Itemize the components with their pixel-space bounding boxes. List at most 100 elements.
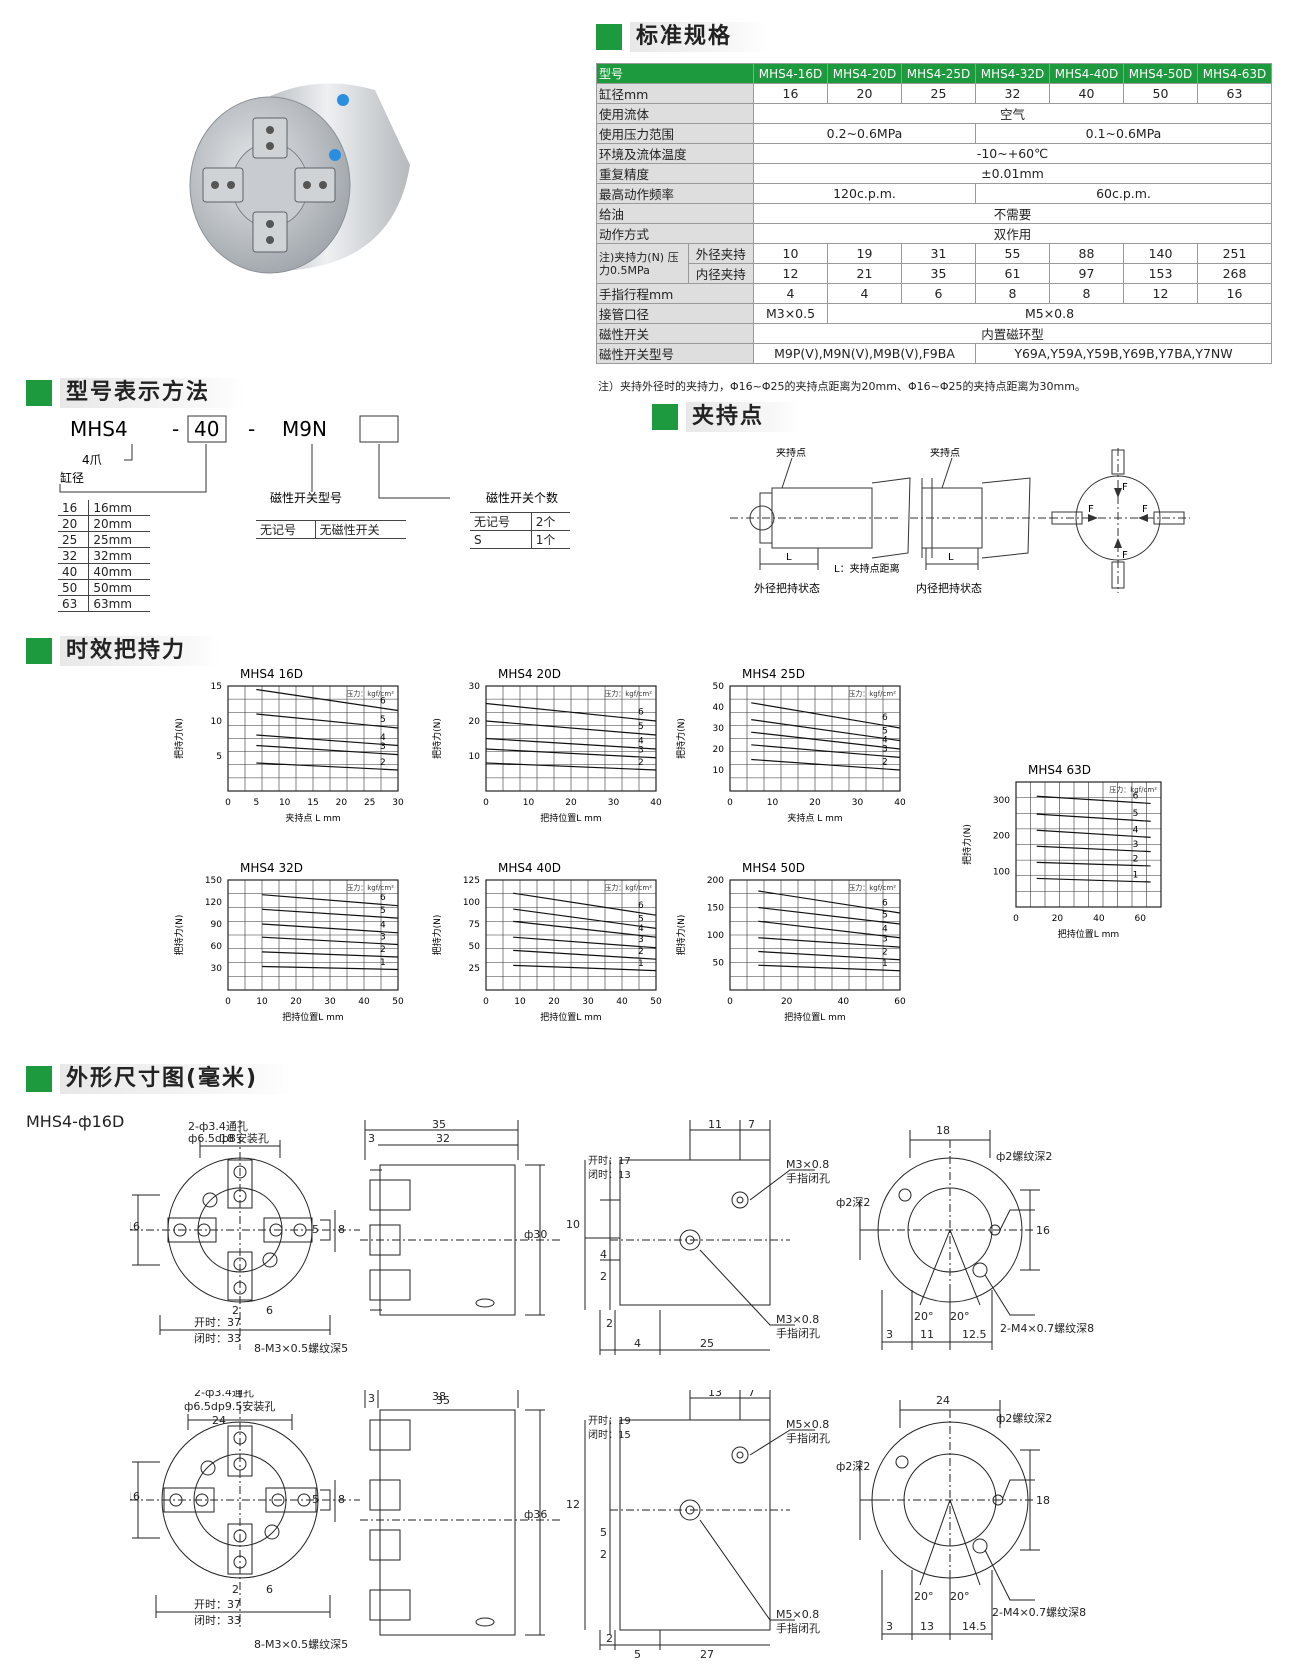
table-cell: S [470, 530, 532, 549]
series-label: 4 [380, 920, 386, 930]
spec-cell: 21 [827, 263, 902, 284]
series-line [485, 737, 657, 750]
section-header-model: 型号表示方法 [26, 378, 245, 408]
x-axis-label: 把持位置L mm [282, 1011, 343, 1023]
y-tick-label: 50 [469, 942, 481, 952]
section-title: 时效把持力 [60, 636, 221, 666]
dim-text: 3 [368, 1132, 375, 1145]
section-header-spec: 标准规格 [596, 22, 767, 52]
dim-text: ф2螺纹深2 [996, 1411, 1052, 1425]
y-tick-label: 100 [993, 867, 1010, 877]
series-line [256, 762, 399, 771]
spec-row: 最高动作频率 120c.p.m. 60c.p.m. [596, 183, 1272, 204]
chart-title: MHS4 16D [240, 667, 303, 681]
y-tick-label: 30 [211, 964, 223, 974]
spec-cell: -10~+60℃ [753, 143, 1272, 164]
spec-cell: ±0.01mm [753, 163, 1272, 184]
spec-cell: 内置磁环型 [753, 323, 1272, 344]
claw-label: 4爪 [82, 453, 102, 467]
series-line [1036, 845, 1151, 853]
spec-row: 动作方式 双作用 [596, 223, 1272, 244]
dim-text: 5 [312, 1223, 319, 1236]
x-tick-label: 25 [364, 798, 375, 808]
dim-text: 5 [634, 1648, 641, 1660]
dim-text: M5×0.8 [786, 1418, 829, 1431]
spec-row: 磁性开关 内置磁环型 [596, 323, 1272, 344]
series-line [1036, 861, 1151, 867]
dim-text: ф2螺纹深2 [996, 1149, 1052, 1163]
spec-label: 磁性开关型号 [596, 343, 754, 364]
x-tick-label: 10 [279, 798, 291, 808]
x-axis-label: 夹持点 L mm [787, 812, 842, 824]
x-tick-label: 0 [483, 997, 489, 1007]
dim-text: 24 [936, 1394, 950, 1407]
spec-label: 重复精度 [596, 163, 754, 184]
x-tick-label: 20 [290, 997, 302, 1007]
series-label: 6 [638, 901, 644, 911]
spec-label: 缸径mm [596, 83, 754, 104]
dim-text: 2 [606, 1317, 613, 1330]
spec-cell: 16 [1197, 283, 1272, 304]
dim-text: 35 [436, 1394, 450, 1407]
spec-cell: 31 [901, 243, 976, 264]
series-line [256, 713, 399, 729]
spec-cell: 40 [1049, 83, 1124, 104]
y-tick-label: 50 [713, 959, 725, 969]
series-label: 2 [1133, 854, 1139, 864]
series-label: 3 [1133, 840, 1139, 850]
table-cell: 16mm [88, 500, 150, 516]
dim-text: 2 [606, 1632, 613, 1645]
series-line [261, 908, 399, 919]
table-cell: 63mm [88, 595, 150, 612]
spec-row: 注)夹持力(N) 压力0.5MPa 外径夹持 10 19 31 55 88 14… [596, 243, 1272, 284]
table-cell: 无记号 [470, 512, 532, 531]
dim-text: 2 [232, 1304, 239, 1317]
section-title: 外形尺寸图(毫米) [60, 1064, 293, 1094]
spec-cell: 16 [753, 83, 828, 104]
series-line [513, 936, 657, 949]
series-label: 2 [882, 757, 888, 767]
y-tick-label: 25 [469, 964, 480, 974]
table-cell: 50mm [88, 579, 150, 596]
dims-model-label: MHS4-ф16D [26, 1112, 125, 1131]
dim-text: 2 [600, 1270, 607, 1283]
spec-note: 注）夹持外径时的夹持力，Φ16~Φ25的夹持点距离为20mm、Φ16~Φ25的夹… [598, 380, 1086, 393]
series-label: 1 [882, 959, 888, 969]
spec-cell: 0.2~0.6MPa [753, 123, 976, 144]
plot-frame [227, 879, 399, 991]
spec-row: 使用压力范围 0.2~0.6MPa 0.1~0.6MPa [596, 123, 1272, 144]
x-tick-label: 20 [781, 997, 793, 1007]
x-tick-label: 40 [650, 798, 662, 808]
dim-text: 2 [232, 1583, 239, 1596]
y-tick-label: 30 [469, 682, 481, 692]
x-tick-label: 5 [253, 798, 259, 808]
series-line [758, 950, 901, 961]
dim-text: 8-M3×0.5螺纹深5 [254, 1637, 348, 1651]
model-bore: 40 [194, 417, 219, 441]
y-tick-label: 300 [993, 796, 1010, 806]
table-cell: 40mm [88, 563, 150, 580]
x-tick-label: 40 [894, 798, 906, 808]
dim-text: 20° [950, 1310, 970, 1323]
spec-cell: M9P(V),M9N(V),M9B(V),F9BA [753, 343, 976, 364]
x-tick-label: 40 [838, 997, 850, 1007]
series-label: 1 [638, 959, 644, 969]
x-tick-label: 0 [483, 798, 489, 808]
spec-cell: 20 [827, 83, 902, 104]
series-line [1036, 795, 1151, 805]
x-tick-label: 40 [358, 997, 370, 1007]
legend-title: 压力：kgf/cm² [848, 883, 896, 892]
y-tick-label: 200 [993, 832, 1010, 842]
series-label: 2 [380, 758, 386, 768]
legend-title: 压力：kgf/cm² [604, 689, 652, 698]
spec-header-cell: MHS4-63D [1197, 63, 1272, 84]
spec-cell: 0.1~0.6MPa [975, 123, 1272, 144]
dim-text: 闭时：33 [194, 1614, 241, 1627]
series-line [485, 720, 657, 736]
model-switch: M9N [282, 417, 327, 441]
inner-state-label: 内径把持状态 [916, 581, 982, 595]
